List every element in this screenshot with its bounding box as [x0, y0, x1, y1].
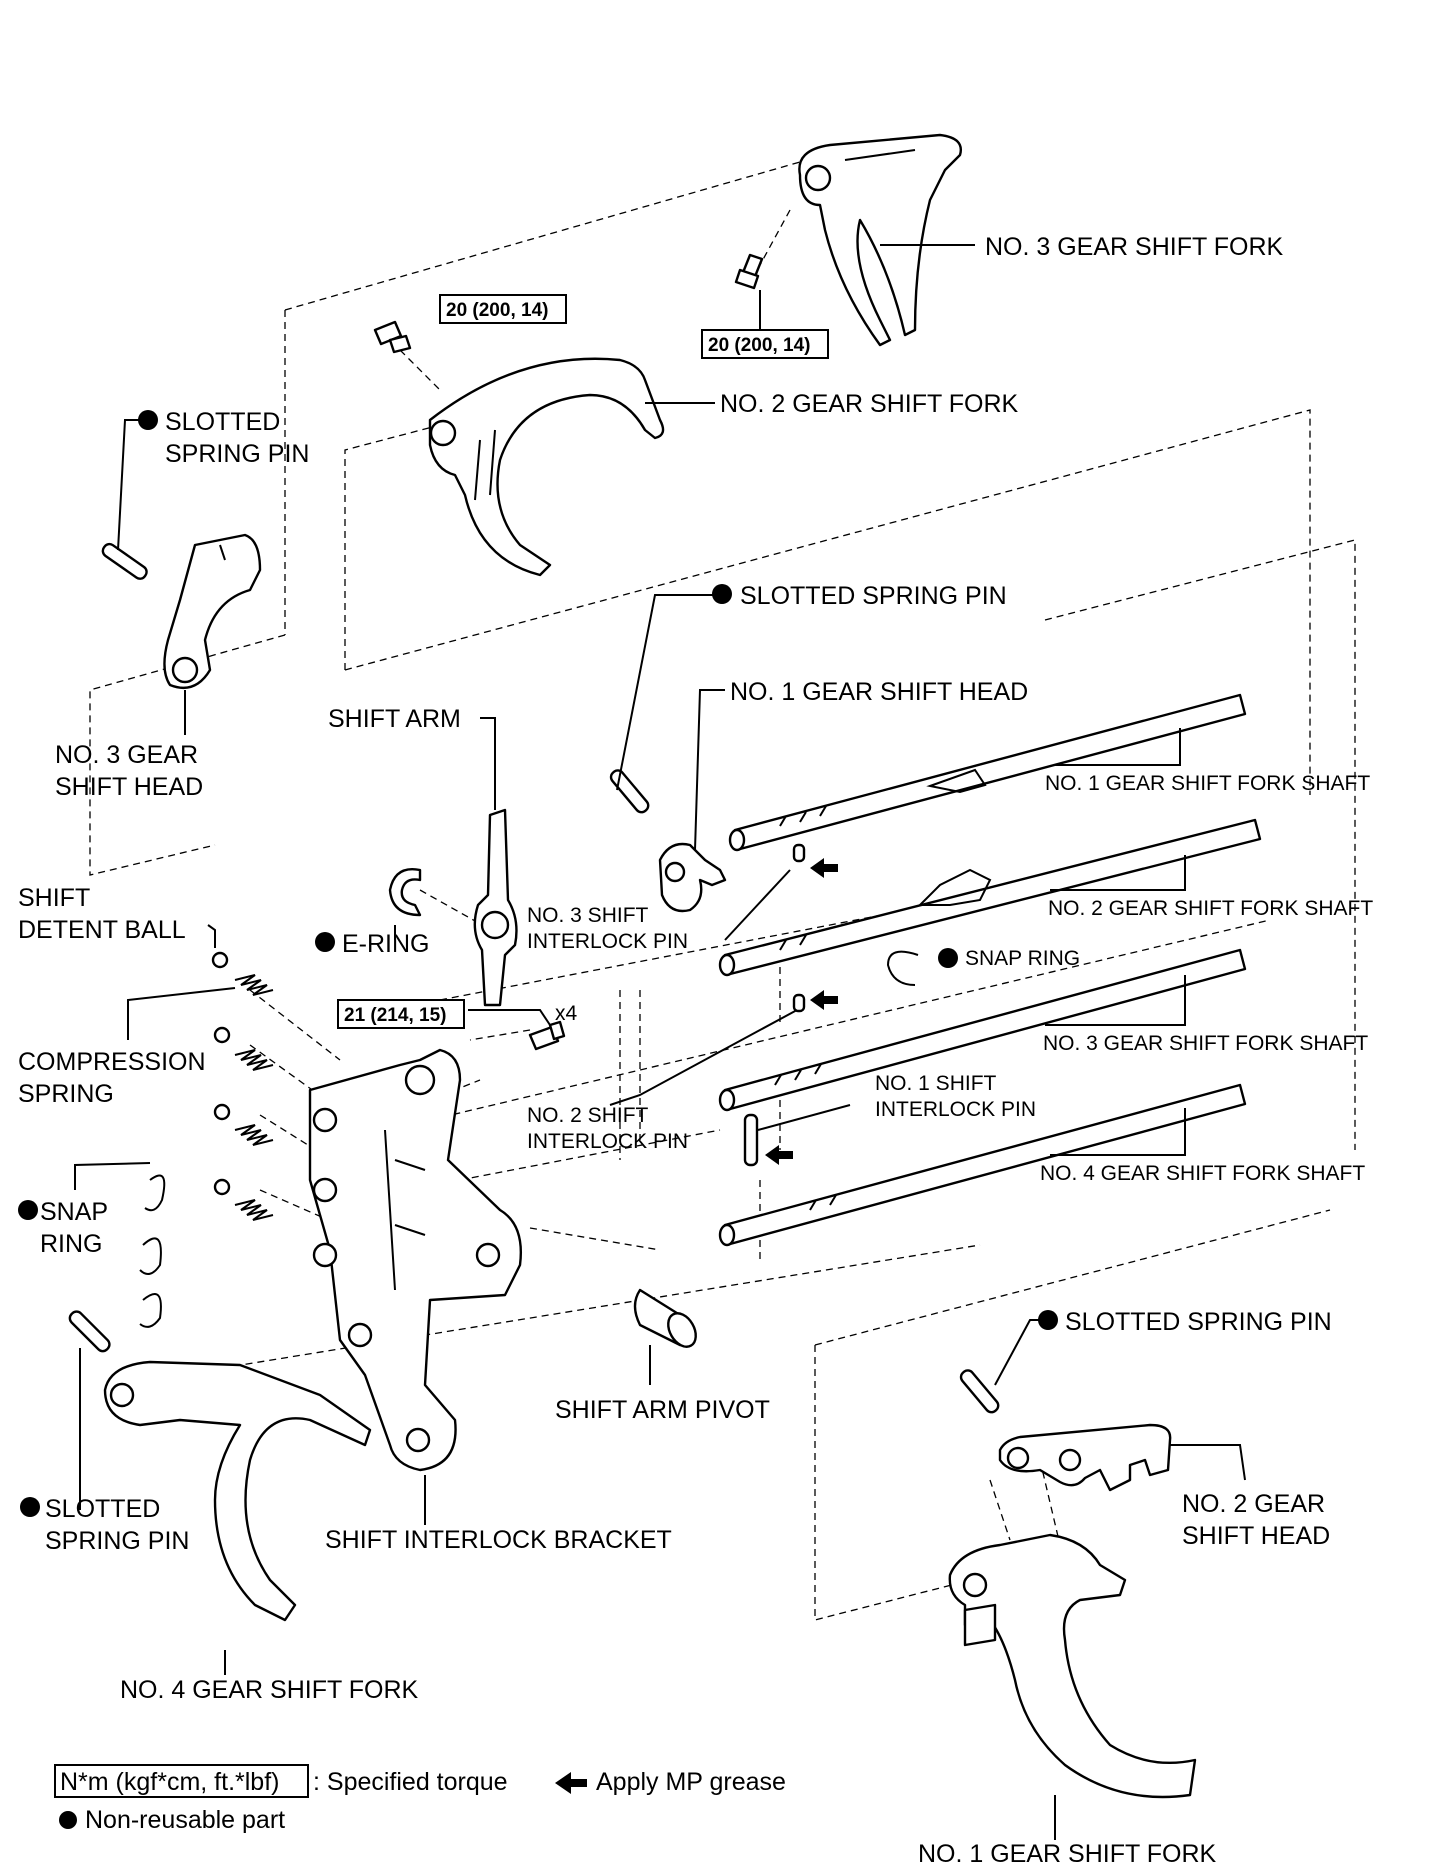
- label-no3-interlock-line2: INTERLOCK PIN: [527, 930, 688, 953]
- label-no2-head-line2: SHIFT HEAD: [1182, 1522, 1330, 1550]
- label-detent-line1: SHIFT: [18, 884, 90, 912]
- non-reusable-bullet-icon: [20, 1497, 40, 1517]
- label-no2-head-line1: NO. 2 GEAR: [1182, 1490, 1325, 1518]
- slotted-spring-pin-right: [959, 1369, 1000, 1414]
- non-reusable-bullet-icon: [18, 1200, 38, 1220]
- no1-gear-shift-fork: [948, 1533, 1197, 1799]
- part-labels: NO. 3 GEAR SHIFT FORK NO. 2 GEAR SHIFT F…: [18, 233, 1373, 1868]
- label-shift-arm-pivot: SHIFT ARM PIVOT: [555, 1396, 770, 1424]
- label-slotted-pin-low-line1: SLOTTED: [45, 1495, 160, 1523]
- legend-nonreusable-text: Non-reusable part: [85, 1806, 285, 1834]
- compression-springs: [234, 974, 274, 1221]
- snap-ring-right: [886, 950, 919, 986]
- label-slotted-pin-low-line2: SPRING PIN: [45, 1527, 189, 1555]
- shift-interlock-bracket: [308, 1048, 522, 1472]
- label-no2-gear-shift-fork: NO. 2 GEAR SHIFT FORK: [720, 390, 1019, 418]
- label-snap-ring-right: SNAP RING: [965, 947, 1080, 970]
- label-no1-gear-shift-head: NO. 1 GEAR SHIFT HEAD: [730, 678, 1028, 706]
- label-no3-interlock-line1: NO. 3 SHIFT: [527, 904, 649, 927]
- label-no3-gear-shift-fork: NO. 3 GEAR SHIFT FORK: [985, 233, 1284, 261]
- no3-gear-shift-fork: [798, 133, 962, 347]
- label-no2-interlock-line2: INTERLOCK PIN: [527, 1130, 688, 1153]
- snap-rings-left: [139, 1174, 166, 1328]
- label-no2-shaft: NO. 2 GEAR SHIFT FORK SHAFT: [1048, 897, 1373, 920]
- label-no1-gear-shift-fork: NO. 1 GEAR SHIFT FORK: [918, 1840, 1217, 1868]
- label-detent-line2: DETENT BALL: [18, 916, 186, 944]
- no3-shift-fork-shaft: [718, 948, 1247, 1112]
- bracket-bolt: [528, 1020, 566, 1051]
- non-reusable-bullet-icon: [712, 584, 732, 604]
- label-compression-line2: SPRING: [18, 1080, 114, 1108]
- no4-shift-fork-shaft: [718, 1083, 1247, 1247]
- label-no2-interlock-line1: NO. 2 SHIFT: [527, 1104, 649, 1127]
- leader-lines: [74, 244, 1246, 1840]
- label-snap-ring-left-line1: SNAP: [40, 1198, 108, 1226]
- torque-box-mid: 20 (200, 14): [439, 294, 567, 324]
- shift-arm-pivot: [633, 1288, 697, 1348]
- legend-grease-text: Apply MP grease: [596, 1768, 786, 1796]
- legend-torque-text: : Specified torque: [313, 1768, 508, 1796]
- grease-arrow-icon: [555, 1772, 587, 1794]
- legend-torque-box: [54, 1764, 309, 1798]
- svg-text:21 (214, 15): 21 (214, 15): [344, 1005, 446, 1026]
- label-no1-interlock-line2: INTERLOCK PIN: [875, 1098, 1036, 1121]
- no2-gear-shift-fork: [428, 357, 665, 577]
- slotted-spring-pin-left: [101, 542, 148, 580]
- label-no3-head-line1: NO. 3 GEAR: [55, 741, 198, 769]
- no2-gear-shift-head: [998, 1423, 1172, 1492]
- no2-shift-fork-shaft: [718, 818, 1262, 977]
- label-no1-interlock-line1: NO. 1 SHIFT: [875, 1072, 997, 1095]
- no4-gear-shift-fork: [103, 1360, 372, 1622]
- no1-shift-fork-shaft: [728, 693, 1247, 852]
- legend: N*m (kgf*cm, ft.*lbf) : Specified torque…: [54, 1764, 786, 1834]
- grease-arrow-icon: [810, 990, 838, 1010]
- shift-arm: [473, 808, 518, 1007]
- label-snap-ring-left-line2: RING: [40, 1230, 103, 1258]
- grease-arrows: [765, 858, 838, 1165]
- label-no1-shaft: NO. 1 GEAR SHIFT FORK SHAFT: [1045, 772, 1370, 795]
- svg-text:20 (200, 14): 20 (200, 14): [708, 335, 810, 356]
- label-shift-arm: SHIFT ARM: [328, 705, 461, 733]
- grease-arrow-icon: [765, 1145, 793, 1165]
- upper-bolt-20nm: [734, 253, 764, 290]
- torque-box-upper: 20 (200, 14): [701, 329, 829, 359]
- non-reusable-bullet-icon: [938, 948, 958, 968]
- slotted-spring-pin-lower-left: [68, 1310, 111, 1353]
- shift-detent-balls: [211, 951, 231, 1196]
- non-reusable-bullet-icon: [138, 410, 158, 430]
- label-slotted-pin-right: SLOTTED SPRING PIN: [1065, 1308, 1332, 1336]
- non-reusable-bullet-icon: [1038, 1310, 1058, 1330]
- label-shift-interlock-bracket: SHIFT INTERLOCK BRACKET: [325, 1526, 672, 1554]
- label-no3-shaft: NO. 3 GEAR SHIFT FORK SHAFT: [1043, 1032, 1368, 1055]
- non-reusable-bullet-icon: [315, 932, 335, 952]
- mid-bolt-20nm: [373, 320, 412, 354]
- legend-torque-units: N*m (kgf*cm, ft.*lbf): [60, 1768, 279, 1796]
- shift-fork-shafts: [718, 693, 1262, 1247]
- label-slotted-pin-left-line1: SLOTTED: [165, 408, 280, 436]
- slotted-spring-pin-middle: [609, 769, 650, 814]
- label-no3-head-line2: SHIFT HEAD: [55, 773, 203, 801]
- no1-gear-shift-head: [658, 842, 727, 913]
- torque-callouts: 20 (200, 14) 20 (200, 14) 21 (214, 15) x…: [337, 294, 829, 1029]
- no3-gear-shift-head: [163, 533, 262, 690]
- label-no4-gear-shift-fork: NO. 4 GEAR SHIFT FORK: [120, 1676, 419, 1704]
- label-compression-line1: COMPRESSION: [18, 1048, 206, 1076]
- torque-box-bracket: 21 (214, 15): [337, 999, 465, 1029]
- grease-arrow-icon: [810, 858, 838, 878]
- label-no4-shaft: NO. 4 GEAR SHIFT FORK SHAFT: [1040, 1162, 1365, 1185]
- e-ring: [388, 868, 422, 917]
- non-reusable-bullet-icon: [59, 1811, 77, 1829]
- label-slotted-pin-middle: SLOTTED SPRING PIN: [740, 582, 1007, 610]
- label-e-ring: E-RING: [342, 930, 430, 958]
- label-slotted-pin-left-line2: SPRING PIN: [165, 440, 309, 468]
- interlock-pins: [743, 843, 806, 1167]
- bracket-bolt-quantity: x4: [555, 1002, 578, 1025]
- svg-text:20 (200, 14): 20 (200, 14): [446, 300, 548, 321]
